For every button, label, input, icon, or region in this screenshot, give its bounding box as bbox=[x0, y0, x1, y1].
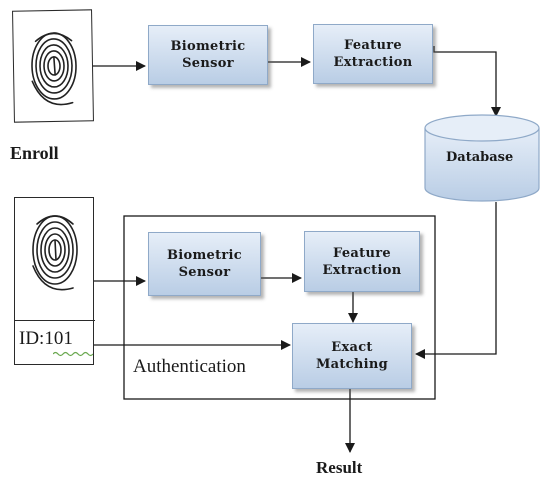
authentication-label: Authentication bbox=[133, 356, 246, 377]
enroll-extraction-line-1: Feature bbox=[344, 38, 402, 53]
enroll-extraction-line-2: Extraction bbox=[333, 55, 413, 70]
id-underline bbox=[53, 351, 93, 357]
auth-extraction-line-2: Extraction bbox=[322, 262, 402, 278]
database-cylinder-icon bbox=[424, 114, 540, 202]
database-label: Database bbox=[446, 150, 514, 165]
fingerprint-icon bbox=[32, 215, 78, 291]
enroll-label: Enroll bbox=[10, 143, 59, 163]
enroll-feature-extraction-box: Feature Extraction bbox=[313, 24, 433, 84]
auth-extraction-line-1: Feature bbox=[333, 245, 391, 261]
matching-line-1: Exact bbox=[331, 340, 373, 355]
auth-fingerprint-card: ID:101 bbox=[14, 197, 95, 365]
exact-matching-box: Exact Matching bbox=[292, 323, 412, 389]
auth-biometric-sensor-box: Biometric Sensor bbox=[148, 232, 261, 296]
arrow-database-to-matching bbox=[415, 202, 497, 359]
id-divider bbox=[15, 320, 95, 321]
enroll-fingerprint-card bbox=[12, 9, 94, 123]
auth-feature-extraction-box: Feature Extraction bbox=[304, 231, 420, 292]
result-label: Result bbox=[316, 458, 363, 477]
authentication-group-frame bbox=[123, 215, 436, 400]
enroll-sensor-line-1: Biometric bbox=[170, 39, 246, 54]
matching-line-2: Matching bbox=[315, 357, 389, 372]
fingerprint-icon bbox=[31, 32, 77, 106]
enroll-sensor-line-2: Sensor bbox=[182, 56, 234, 71]
id-label: ID:101 bbox=[19, 328, 73, 349]
enroll-biometric-sensor-box: Biometric Sensor bbox=[148, 25, 268, 85]
arrow-extraction-to-database bbox=[433, 46, 501, 117]
auth-sensor-line-1: Biometric bbox=[166, 248, 243, 263]
auth-sensor-line-2: Sensor bbox=[178, 265, 231, 280]
